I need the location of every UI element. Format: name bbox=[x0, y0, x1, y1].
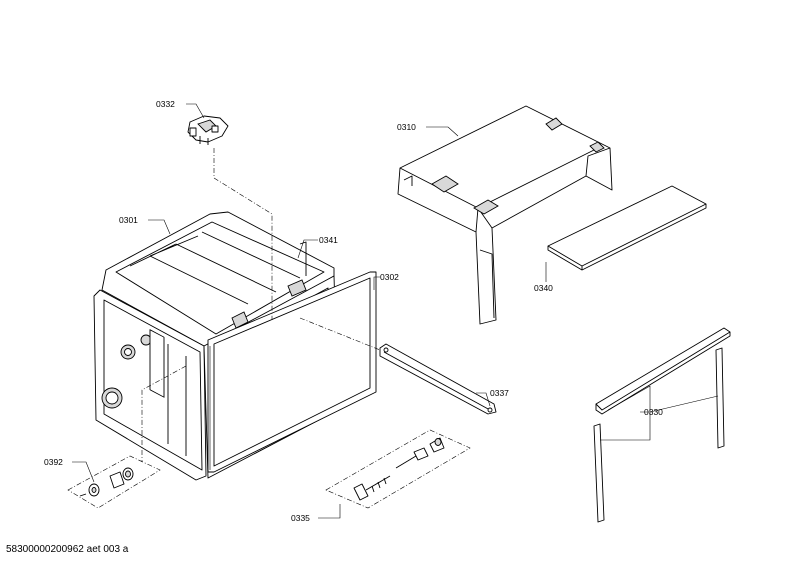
assembly-lines bbox=[141, 148, 381, 462]
part-0302-seal bbox=[207, 271, 377, 473]
label-0335: 0335 bbox=[291, 513, 310, 523]
label-0310: 0310 bbox=[397, 122, 416, 132]
leader-lines bbox=[72, 103, 719, 519]
part-0330-side-trims bbox=[593, 327, 731, 523]
label-0340: 0340 bbox=[534, 283, 553, 293]
part-0392-fittings bbox=[67, 455, 161, 509]
part-0335-screw-set bbox=[325, 429, 471, 509]
label-0330: 0330 bbox=[644, 407, 663, 417]
drawing-reference-code: 58300000200962 aet 003 a bbox=[6, 544, 129, 555]
label-0341: 0341 bbox=[319, 235, 338, 245]
label-0302: 0302 bbox=[380, 272, 399, 282]
part-0310-top-cover bbox=[397, 105, 613, 325]
part-0337-rail bbox=[379, 343, 497, 415]
part-0340-panel bbox=[547, 185, 707, 271]
part-0332-switch bbox=[187, 115, 229, 145]
label-0301: 0301 bbox=[119, 215, 138, 225]
label-0337: 0337 bbox=[490, 388, 509, 398]
label-0332: 0332 bbox=[156, 99, 175, 109]
label-0392: 0392 bbox=[44, 457, 63, 467]
